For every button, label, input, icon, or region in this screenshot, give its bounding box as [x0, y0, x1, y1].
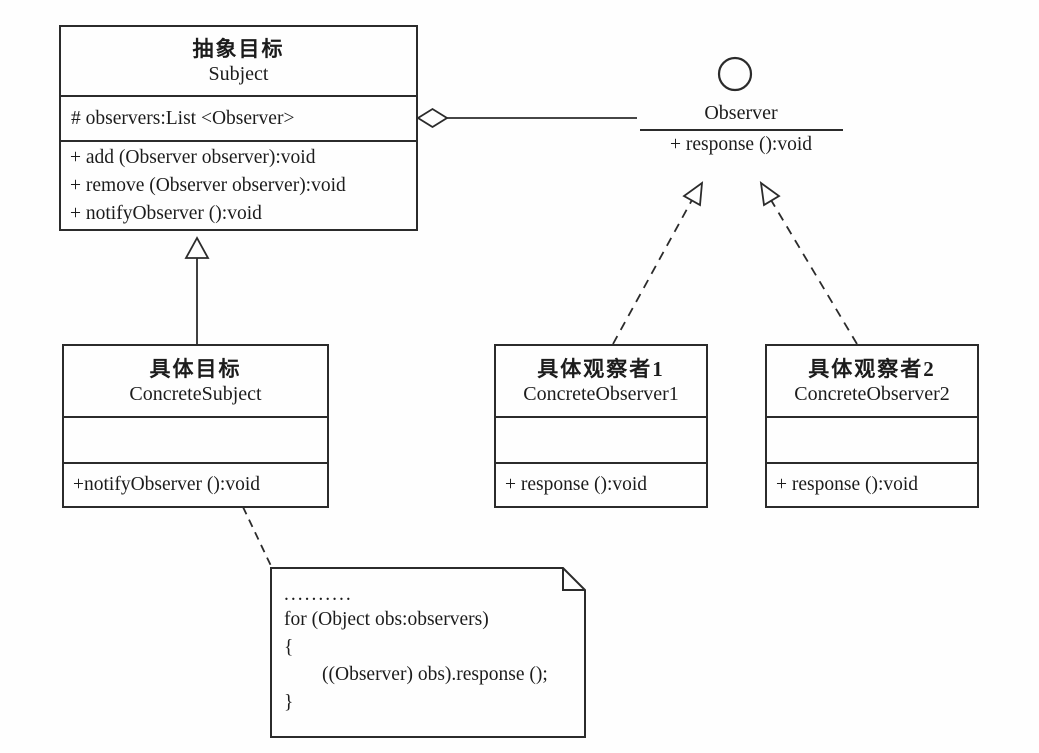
uml-note: .......... for (Object obs:observers) { … [284, 584, 574, 716]
class-concrete-observer1-title-en: ConcreteObserver1 [523, 382, 679, 405]
class-subject-title-cn: 抽象目标 [192, 36, 285, 61]
class-concrete-observer2-header: 具体观察者2 ConcreteObserver2 [767, 346, 977, 416]
aggregation-diamond-icon [416, 107, 449, 129]
interface-observer-method: + response ():void [669, 134, 813, 155]
class-subject-header: 抽象目标 Subject [61, 27, 416, 95]
class-concrete-observer2-title-en: ConcreteObserver2 [794, 382, 950, 405]
method-line: + add (Observer observer):void [70, 146, 316, 168]
class-concrete-subject-methods: +notifyObserver ():void [64, 462, 327, 506]
generalization-triangle-icon [184, 236, 210, 259]
class-concrete-observer1-attributes [496, 416, 706, 462]
class-concrete-subject: 具体目标 ConcreteSubject +notifyObserver ():… [62, 344, 329, 508]
note-line: { [284, 636, 294, 658]
note-line: .......... [284, 584, 353, 605]
note-fold-icon [562, 568, 585, 591]
class-concrete-subject-title-cn: 具体目标 [149, 356, 242, 381]
class-concrete-observer1-methods: + response ():void [496, 462, 706, 506]
method-line: + remove (Observer observer):void [70, 174, 346, 196]
class-concrete-observer2-title-cn: 具体观察者2 [808, 356, 936, 381]
class-subject: 抽象目标 Subject # observers:List <Observer>… [59, 25, 418, 231]
class-concrete-subject-attributes [64, 416, 327, 462]
realization-line-1 [612, 199, 693, 345]
class-concrete-observer1-header: 具体观察者1 ConcreteObserver1 [496, 346, 706, 416]
realization-triangle-icon-1 [682, 181, 704, 207]
class-subject-title-en: Subject [208, 62, 269, 85]
note-line: for (Object obs:observers) [284, 609, 489, 630]
class-concrete-observer2-methods: + response ():void [767, 462, 977, 506]
interface-observer-label: Observer [704, 102, 778, 124]
class-concrete-observer2-attributes [767, 416, 977, 462]
method-line: +notifyObserver ():void [73, 474, 260, 495]
class-concrete-subject-header: 具体目标 ConcreteSubject [64, 346, 327, 416]
class-concrete-observer1-title-cn: 具体观察者1 [537, 356, 665, 381]
class-concrete-observer1: 具体观察者1 ConcreteObserver1 + response ():v… [494, 344, 708, 508]
realization-triangle-icon-2 [759, 181, 781, 207]
class-concrete-observer2: 具体观察者2 ConcreteObserver2 + response ():v… [765, 344, 979, 508]
attribute-line: # observers:List <Observer> [71, 107, 295, 129]
note-line: } [284, 691, 294, 713]
realization-line-2 [770, 199, 858, 345]
note-connector-line [242, 506, 273, 569]
note-line: ((Observer) obs).response (); [322, 664, 548, 685]
uml-note-shape [270, 567, 586, 738]
method-line: + notifyObserver ():void [70, 202, 262, 224]
method-line: + response ():void [505, 474, 648, 495]
interface-lollipop-icon [717, 56, 753, 92]
class-subject-attributes: # observers:List <Observer> [61, 95, 416, 140]
method-line: + response ():void [776, 474, 919, 495]
class-concrete-subject-title-en: ConcreteSubject [129, 382, 262, 405]
class-subject-methods: + add (Observer observer):void + remove … [61, 140, 416, 229]
